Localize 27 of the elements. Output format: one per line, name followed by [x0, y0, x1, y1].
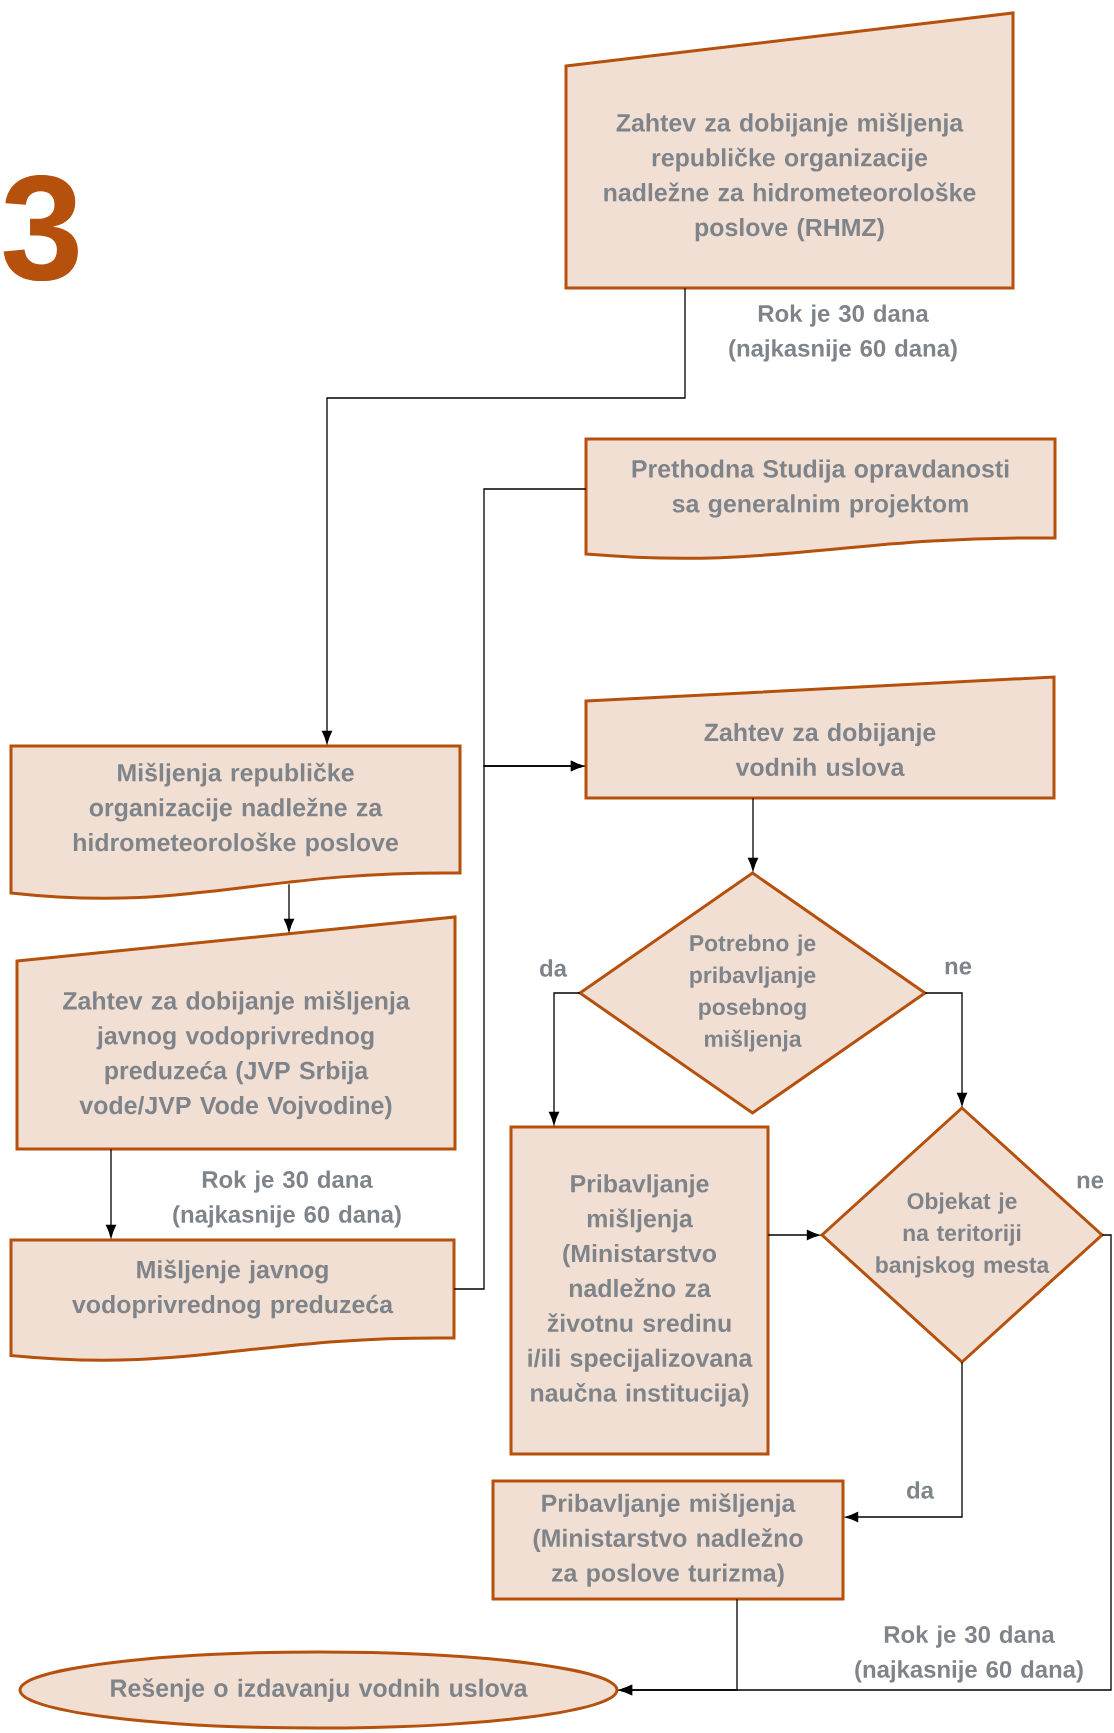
arrow: [321, 287, 686, 744]
arrow: [767, 1230, 820, 1241]
terminal-oval: Rešenje o izdavanju vodnih uslova: [18, 1650, 619, 1730]
manual-input-box: Zahtev za dobijanje mišljenja republičke organizacije nadležne za hidrometeorološke poslove (RHMZ): [564, 11, 1015, 290]
edge-label: Rok je 30 dana (najkasnije 60 dana): [173, 1170, 401, 1228]
edge-label: da: [540, 959, 568, 977]
edge-label: Rok je 30 dana (najkasnije 60 dana): [729, 304, 957, 362]
arrow: [453, 761, 584, 1290]
arrow: [748, 797, 759, 871]
document-box: Mišljenje javnog vodoprivrednog preduzeća: [9, 1238, 456, 1362]
process-box: Pribavljanje mišljenja (Ministarstvo nadležno za poslove turizma): [491, 1479, 845, 1601]
edge-label: ne: [945, 961, 972, 975]
arrow: [548, 992, 581, 1125]
document-box: Prethodna Studija opravdanosti sa generalnim projektom: [584, 437, 1057, 560]
document-box: Mišljenja republičke organizacije nadležne za hidrometeorološke poslove: [9, 744, 462, 900]
arrow: [845, 1361, 963, 1523]
arrow: [105, 1148, 117, 1238]
duration-note: Rok je 30 dana (najkasnije 60 dana): [833, 1624, 1105, 1684]
arrow: [283, 883, 295, 932]
manual-input-box: Zahtev za dobijanje mišljenja javnog vodoprivrednog preduzeća (JVP Srbija vode/JVP Vode Vojvodine): [15, 915, 457, 1151]
page-number: 3: [3, 175, 78, 281]
arrow: [924, 992, 968, 1106]
manual-input-box: Zahtev za dobijanje vodnih uslova: [584, 675, 1056, 800]
arrow: [619, 1598, 738, 1696]
edge-label: ne: [1077, 1175, 1104, 1189]
process-box: Pribavljanje mišljenja (Ministarstvo nadležno za životnu sredinu i/ili specijalizovana naučna institucija): [509, 1125, 770, 1456]
edge-label: da: [907, 1481, 935, 1499]
